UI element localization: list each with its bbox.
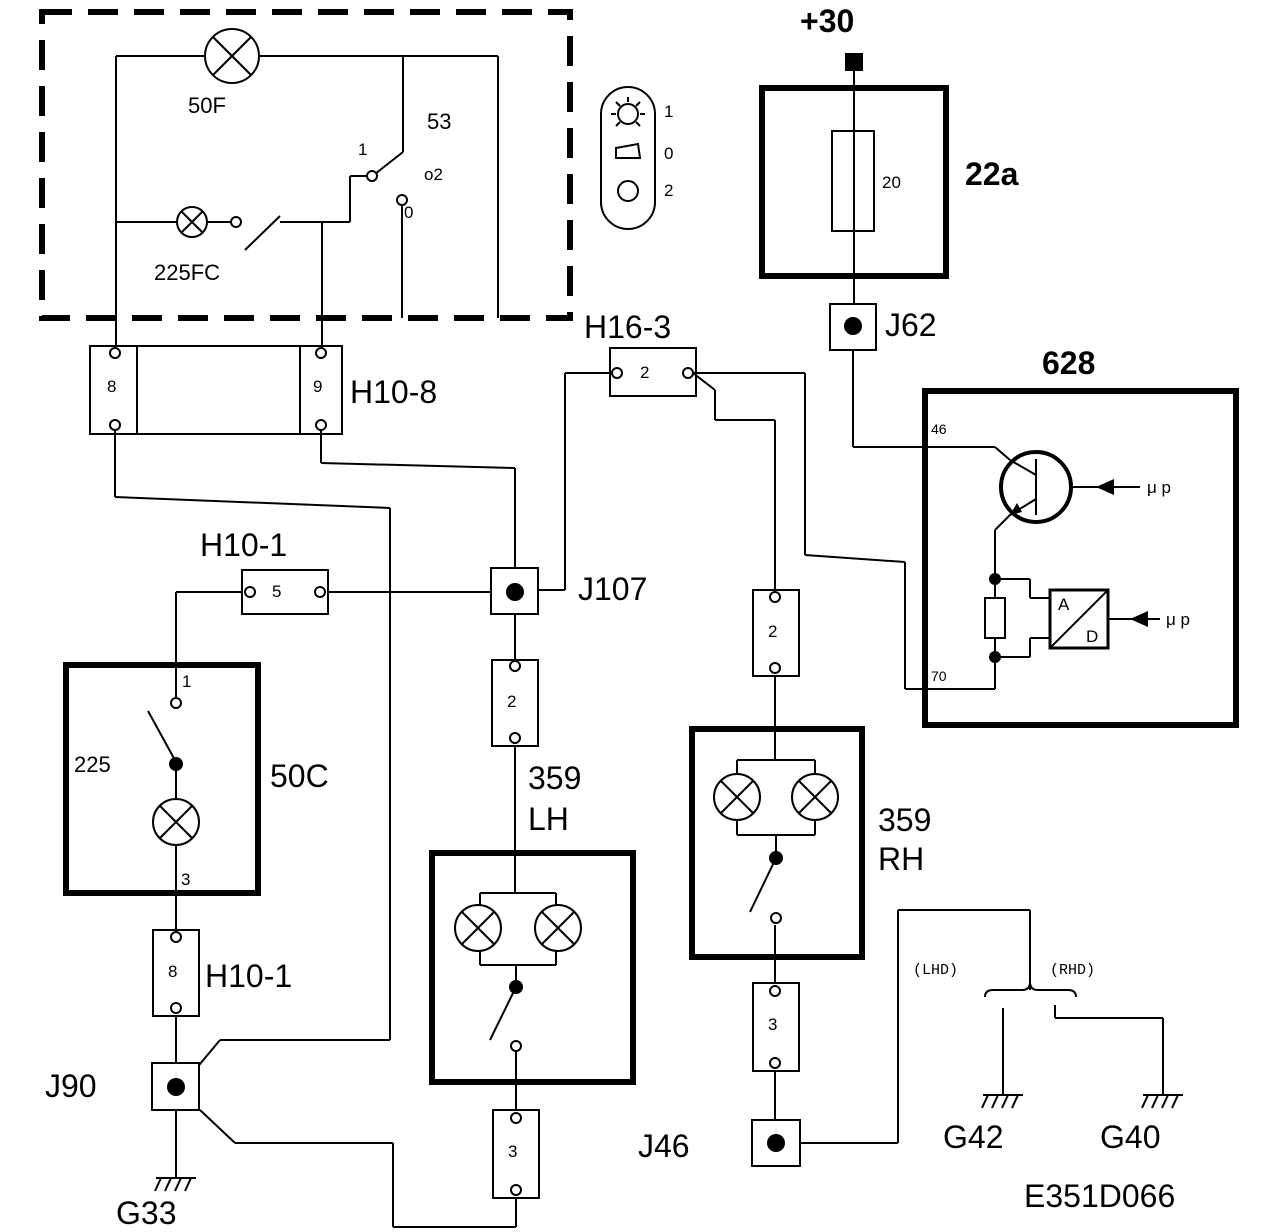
359-lh-side: LH — [528, 801, 569, 837]
switch-pos-1: 1 — [358, 140, 367, 159]
lh-pin-2: 2 — [507, 692, 516, 711]
door-icon — [615, 142, 642, 159]
lamp-50f-label: 50F — [188, 93, 226, 118]
g42-label: G42 — [943, 1119, 1003, 1155]
lhd-label: (LHD) — [913, 962, 958, 979]
h10-8-pin-9: 9 — [313, 377, 322, 396]
mu-p-label-1: μ p — [1147, 478, 1171, 497]
diagram-reference-code: E351D066 — [1024, 1178, 1175, 1214]
mu-p-label-2: μ p — [1166, 610, 1190, 629]
icon-pos-2: 2 — [664, 181, 673, 200]
junction-j46: J46 — [638, 1119, 801, 1167]
h10-1-bottom-pin-8: 8 — [168, 962, 177, 981]
unit-50c-label: 50C — [270, 758, 329, 794]
connector-rh-pin2: 2 — [752, 589, 800, 677]
fuse-22a-label: 22a — [965, 156, 1019, 192]
unit-50c-pin-1: 1 — [182, 672, 191, 691]
j46-label: J46 — [638, 1128, 690, 1164]
fuse-20-label: 20 — [882, 173, 901, 192]
lamp-rh-left-icon — [713, 773, 761, 821]
resistor-icon — [984, 597, 1006, 639]
connector-h10-1-top: H10-1 5 — [200, 527, 329, 615]
h10-8-pin-8: 8 — [107, 377, 116, 396]
wires — [114, 372, 1164, 1228]
lamp-225fc-icon — [176, 206, 208, 238]
off-icon — [617, 180, 639, 202]
ground-g42-icon: G42 — [943, 1094, 1023, 1155]
359-rh-number: 359 — [878, 802, 931, 838]
junction-j107: J107 — [490, 567, 647, 615]
connector-h10-8: 8 9 H10-8 — [89, 345, 437, 435]
unit-50c-225-label: 225 — [74, 752, 111, 777]
rh-pin-2: 2 — [768, 622, 777, 641]
connector-rh-pin3: 3 — [752, 982, 800, 1072]
j107-label: J107 — [578, 571, 647, 607]
ecu-628-label: 628 — [1042, 345, 1095, 381]
switch-pos-0: 0 — [404, 203, 413, 222]
junction-j90: J90 — [45, 1062, 200, 1111]
h10-8-label: H10-8 — [350, 374, 437, 410]
lamp-50f-icon — [204, 28, 260, 84]
switch-pos-o2: o2 — [424, 165, 443, 184]
j90-label: J90 — [45, 1068, 97, 1104]
lamp-lh-left-icon — [454, 904, 502, 952]
connector-lh-pin2: 2 — [491, 659, 539, 747]
lamp-rh-right-icon — [791, 773, 839, 821]
light-on-icon — [611, 97, 645, 127]
switch-position-icon: 1 0 2 — [600, 86, 673, 230]
unit-50c: 1 225 3 50C — [63, 662, 329, 896]
g40-label: G40 — [1100, 1119, 1160, 1155]
h10-1-top-pin-5: 5 — [272, 582, 281, 601]
rhd-label: (RHD) — [1050, 962, 1095, 979]
ground-g33-icon: G33 — [116, 1177, 196, 1231]
adc-a-label: A — [1058, 595, 1070, 614]
pin-70-label: 70 — [931, 668, 947, 684]
j62-label: J62 — [885, 307, 937, 343]
plus30-label: +30 — [800, 3, 854, 39]
connector-h10-1-bottom: 8 H10-1 — [152, 929, 292, 1017]
icon-pos-0: 0 — [664, 144, 673, 163]
unit-50c-pin-3: 3 — [181, 870, 190, 889]
359-rh-side: RH — [878, 841, 924, 877]
icon-pos-1: 1 — [664, 102, 673, 121]
ecu-628: 628 46 70 μ p A D μ p — [905, 345, 1239, 728]
h10-1-top-label: H10-1 — [200, 527, 287, 563]
switch-53-contact — [366, 170, 378, 182]
dashed-switch-assembly: 50F 53 1 o2 0 225FC — [39, 9, 573, 348]
switch-53-label: 53 — [427, 109, 451, 134]
rh-pin-3: 3 — [768, 1015, 777, 1034]
h10-1-bottom-label: H10-1 — [205, 958, 292, 994]
359-lh-number: 359 — [528, 760, 581, 796]
connector-h16-3: H16-3 2 — [584, 309, 697, 397]
lamp-unit-359-rh: 359 RH — [689, 726, 931, 960]
power-supply-section: +30 20 22a J62 — [759, 3, 1019, 448]
h16-3-pin-2: 2 — [640, 363, 649, 382]
ground-g40-icon: G40 — [1100, 1094, 1183, 1155]
g33-label: G33 — [116, 1195, 176, 1231]
pin-46-label: 46 — [931, 421, 947, 437]
connector-lh-pin3: 3 — [492, 1109, 540, 1199]
h16-3-label: H16-3 — [584, 309, 671, 345]
adc-d-label: D — [1086, 627, 1098, 646]
lamp-unit-359-lh: 359 LH — [429, 760, 636, 1085]
lh-pin-3: 3 — [508, 1142, 517, 1161]
lamp-50c-icon — [152, 798, 200, 846]
lamp-225fc-label: 225FC — [154, 260, 220, 285]
lamp-lh-right-icon — [534, 904, 582, 952]
